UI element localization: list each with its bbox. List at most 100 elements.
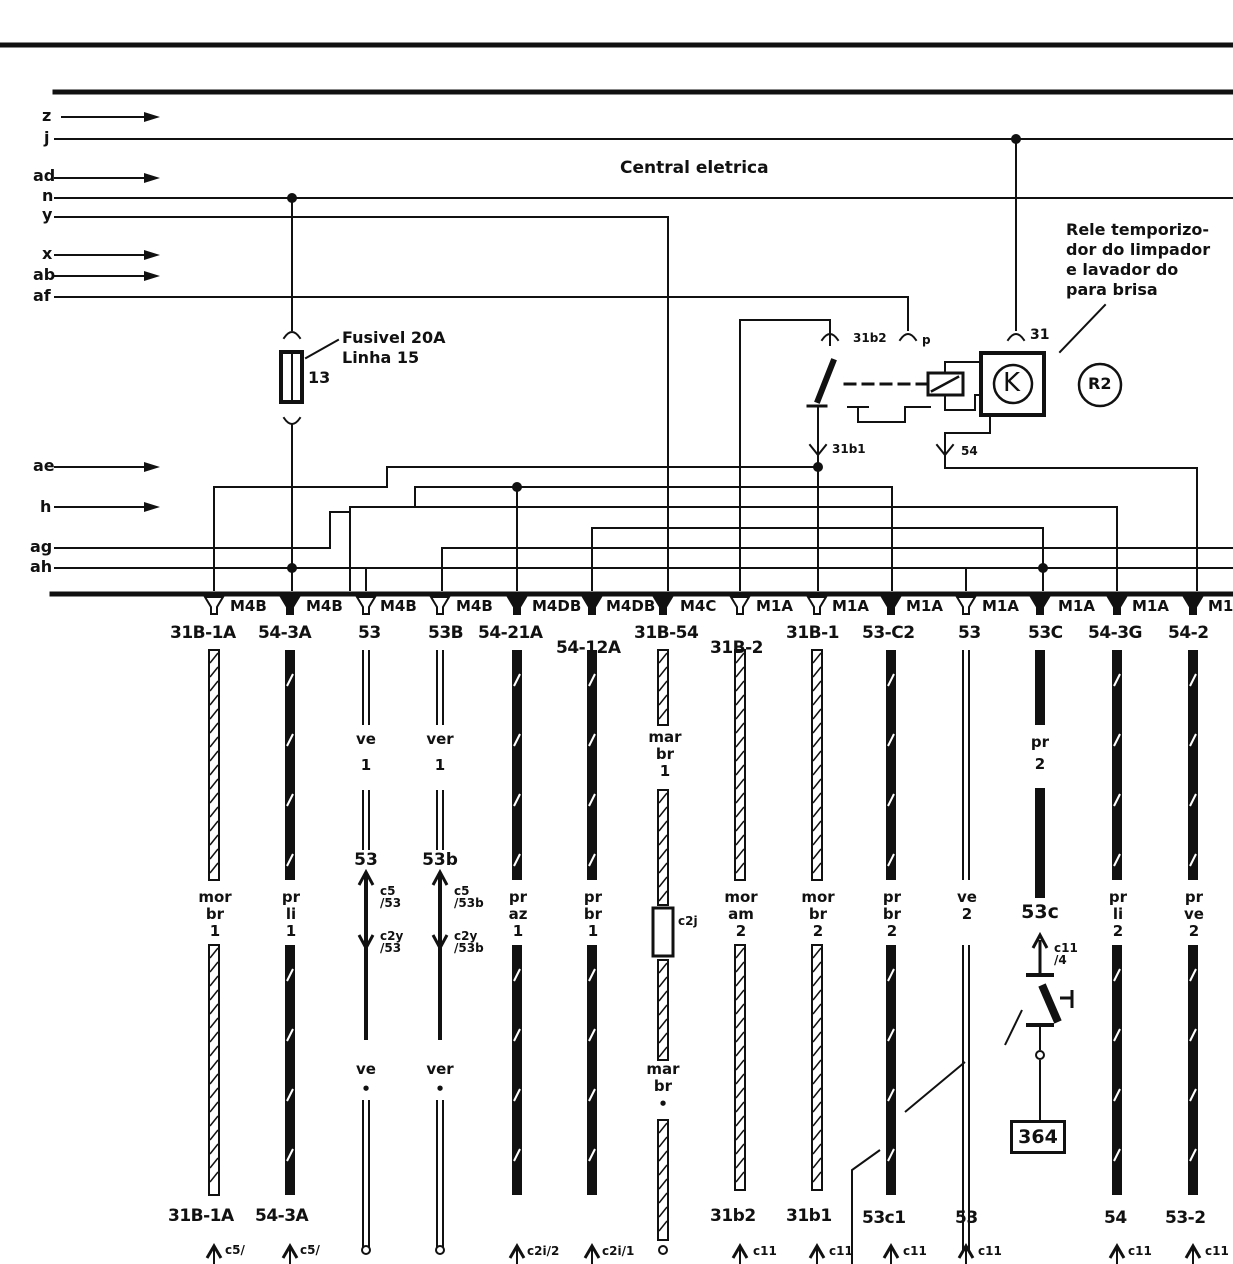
wire-stripe	[887, 1148, 895, 1162]
rail-label-ah: ah	[30, 557, 53, 576]
wire-segment	[657, 649, 669, 726]
wire-stripe	[513, 793, 521, 807]
diagram-title: Central eletrica	[620, 158, 769, 178]
wire-hatch	[658, 1206, 668, 1218]
wire-hatch	[658, 876, 668, 888]
relay-box	[979, 351, 1046, 417]
bottom-plug-arrow	[808, 1243, 826, 1259]
wire-segment	[1112, 945, 1122, 1195]
wire-color-label: ve	[1184, 905, 1204, 923]
wire-color-label: 2	[1188, 922, 1200, 940]
wire-hatch	[735, 792, 745, 804]
wire-hatch	[209, 1017, 219, 1029]
wire-stripe	[588, 968, 596, 982]
wire-hatch	[735, 862, 745, 874]
wire-stripe	[286, 853, 294, 867]
wire-segment	[1035, 788, 1045, 898]
bottom-plug-arrow	[731, 1243, 749, 1259]
wire-hatch	[812, 1143, 822, 1155]
wire-stripe	[513, 968, 521, 982]
wire-hatch	[209, 736, 219, 748]
wire-stripe	[513, 853, 521, 867]
wire-hatch	[658, 806, 668, 818]
switch-button	[1060, 990, 1074, 1008]
terminal-label: 31B-1A	[170, 623, 236, 643]
arrow-ab	[144, 271, 160, 281]
connector-id: M1	[1208, 597, 1233, 615]
rail-label-ad: ad	[33, 166, 56, 185]
bottom-plug-label: c11	[903, 1244, 927, 1258]
connector-marker	[203, 596, 225, 615]
terminal-label: 54-21A	[478, 623, 543, 643]
wire-color-label: br	[205, 905, 225, 923]
wire-segment	[285, 945, 295, 1195]
wire-segment	[587, 650, 597, 880]
wire-stripe	[286, 793, 294, 807]
wire-hatch	[209, 961, 219, 973]
bottom-terminal: 53	[955, 1208, 978, 1228]
wire-hatch	[812, 947, 822, 959]
wire-hatch	[735, 834, 745, 846]
wire-stripe	[286, 733, 294, 747]
wire-hatch	[812, 680, 822, 692]
wire-color-label: 2	[1034, 755, 1046, 773]
terminal-label: 53-C2	[862, 623, 915, 643]
wire-hatch	[735, 750, 745, 762]
bottom-terminal: 54	[1104, 1208, 1127, 1228]
bottom-plug-arrow	[882, 1243, 900, 1259]
wire-hatch	[658, 694, 668, 706]
wire-stripe	[1189, 1148, 1197, 1162]
connector-marker	[1029, 596, 1051, 615]
wire-stripe	[887, 1028, 895, 1042]
connector-marker	[355, 596, 377, 615]
wire-segment	[1035, 650, 1045, 725]
terminal-label: 54-12A	[556, 638, 621, 658]
wire-stripe	[1189, 1028, 1197, 1042]
connector-marker	[1106, 596, 1128, 615]
wire-stripe	[1189, 1088, 1197, 1102]
wire-hatch	[735, 1059, 745, 1071]
wire-stripe	[513, 733, 521, 747]
wire-hatch	[658, 1122, 668, 1134]
wire-hatch	[735, 975, 745, 987]
wire-color-label: 1	[285, 922, 297, 940]
bottom-plug-arrow	[583, 1243, 601, 1259]
wire-color-label: 1	[587, 922, 599, 940]
wire-hatch	[658, 820, 668, 832]
connector-id: M1A	[1132, 597, 1169, 615]
connector-marker	[581, 596, 603, 615]
fuse-top-cap	[282, 331, 302, 340]
wire-dot: •	[361, 1080, 371, 1098]
wire-color-label: am	[728, 905, 754, 923]
arrow-h	[144, 502, 160, 512]
bottom-plug-label: c11	[1205, 1244, 1229, 1258]
wire-segment	[1188, 650, 1198, 880]
wire-hatch	[735, 1143, 745, 1155]
connector-id: M1A	[832, 597, 869, 615]
bottom-terminal-ring	[361, 1245, 371, 1255]
plug-53c-label: 53c	[1021, 901, 1059, 923]
plug-arrow	[357, 868, 375, 886]
terminal-label: 53C	[1028, 623, 1063, 643]
terminal-label: 53	[358, 623, 381, 643]
wire-hatch	[658, 708, 668, 720]
mechanical-link	[851, 1149, 881, 1264]
wire-hatch	[209, 1045, 219, 1057]
wire-segment	[811, 944, 823, 1191]
switch-blade	[1038, 983, 1062, 1024]
wire-hatch	[658, 862, 668, 874]
wire-hatch	[658, 666, 668, 678]
wire-hatch	[735, 806, 745, 818]
connector-id: M4B	[230, 597, 267, 615]
wire-color-label: 1	[434, 756, 446, 774]
relay-k-icon: K	[1003, 368, 1021, 398]
wire-hatch	[209, 722, 219, 734]
wire-color-label: 2	[735, 922, 747, 940]
wire-hatch	[735, 1129, 745, 1141]
wire-hatch	[658, 848, 668, 860]
wire-hatch	[209, 1157, 219, 1169]
wire-hatch	[209, 694, 219, 706]
plug-label: c2j	[678, 914, 698, 928]
bottom-plug-label: c11	[753, 1244, 777, 1258]
wire-hatch	[658, 652, 668, 664]
